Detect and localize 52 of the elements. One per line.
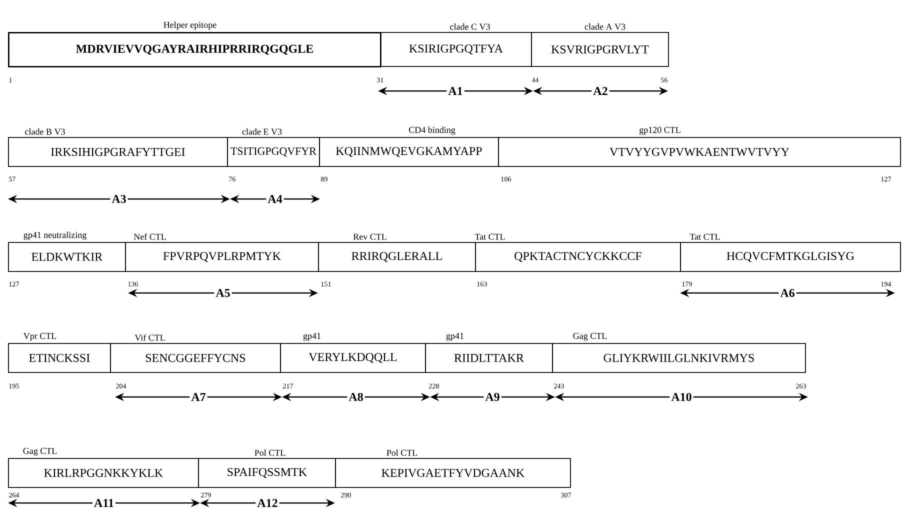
span-label: A5	[214, 287, 232, 299]
sequence-box: KEPIVGAETFYVDGAANK	[335, 458, 571, 488]
span-label: A9	[484, 391, 502, 403]
sequence-box: ETINCKSSI	[8, 343, 111, 373]
heading-label: Gag CTL	[23, 448, 57, 456]
heading-label: Rev CTL	[353, 234, 386, 240]
heading-label: gp41 neutralizing	[24, 232, 86, 240]
heading-label: clade A V3	[584, 23, 626, 30]
sequence-box: KSVRIGPGRVLYT	[531, 32, 669, 67]
span-label: A4	[266, 194, 284, 204]
span-label: A2	[592, 86, 610, 96]
heading-label: Helper epitope	[164, 22, 216, 30]
span-label: A10	[670, 391, 694, 403]
sequence-box: TSITIGPGQVFYR	[227, 137, 320, 167]
heading-label: Gag CTL	[573, 332, 607, 341]
heading-label: clade B V3	[25, 128, 65, 135]
heading-label: CD4 binding	[409, 126, 456, 135]
heading-label: Vif CTL	[134, 334, 165, 341]
span-label: A12	[256, 498, 280, 508]
sequence-box: ELDKWTKIR	[8, 242, 126, 272]
span-label: A8	[347, 391, 365, 403]
sequence-box: KIRLRPGGNKKYKLK	[8, 458, 199, 488]
span-label: A1	[446, 86, 464, 96]
heading-label: Pol CTL	[386, 449, 418, 456]
sequence-box: SENCGGEFFYCNS	[110, 343, 281, 373]
heading-label: clade C V3	[450, 23, 490, 30]
heading-label: gp120 CTL	[640, 126, 680, 135]
sequence-box: KQIINMWQEVGKAMYAPP	[319, 137, 499, 167]
heading-label: Vpr CTL	[23, 332, 56, 341]
sequence-box: HCQVCFMTKGLGISYG	[680, 242, 901, 272]
span-label: A3	[110, 193, 128, 205]
sequence-box: VERYLKDQQLL	[280, 343, 426, 373]
heading-label: Pol CTL	[254, 449, 286, 456]
heading-label: clade E V3	[242, 128, 282, 135]
sequence-box: IRKSIHIGPGRAFYTTGEI	[8, 137, 228, 167]
heading-label: gp41	[446, 332, 464, 341]
sequence-box: VTVYYGVPVWKAENTWVTVYY	[498, 137, 901, 167]
sequence-box: QPKTACTNCYCKKCCF	[475, 242, 681, 272]
sequence-box: MDRVIEVVQGAYRAIRHIPRRIRQGQGLE	[8, 32, 382, 68]
heading-label: Tat CTL	[474, 234, 505, 240]
span-label: A6	[778, 287, 796, 299]
sequence-box: FPVRPQVPLRPMTYK	[125, 242, 319, 272]
heading-label: Tat CTL	[690, 234, 720, 240]
sequence-box: SPAIFQSSMTK	[198, 458, 336, 488]
sequence-box: KSIRIGPGQTFYA	[380, 32, 532, 67]
sequence-box: GLIYKRWIILGLNKIVRMYS	[552, 343, 806, 373]
span-label: A11	[92, 498, 116, 508]
sequence-box: RIIDLTTAKR	[425, 343, 553, 373]
heading-label: gp41	[303, 332, 320, 341]
span-label: A7	[190, 392, 208, 402]
heading-label: Nef CTL	[134, 233, 166, 240]
sequence-box: RRIRQGLERALL	[318, 242, 476, 272]
